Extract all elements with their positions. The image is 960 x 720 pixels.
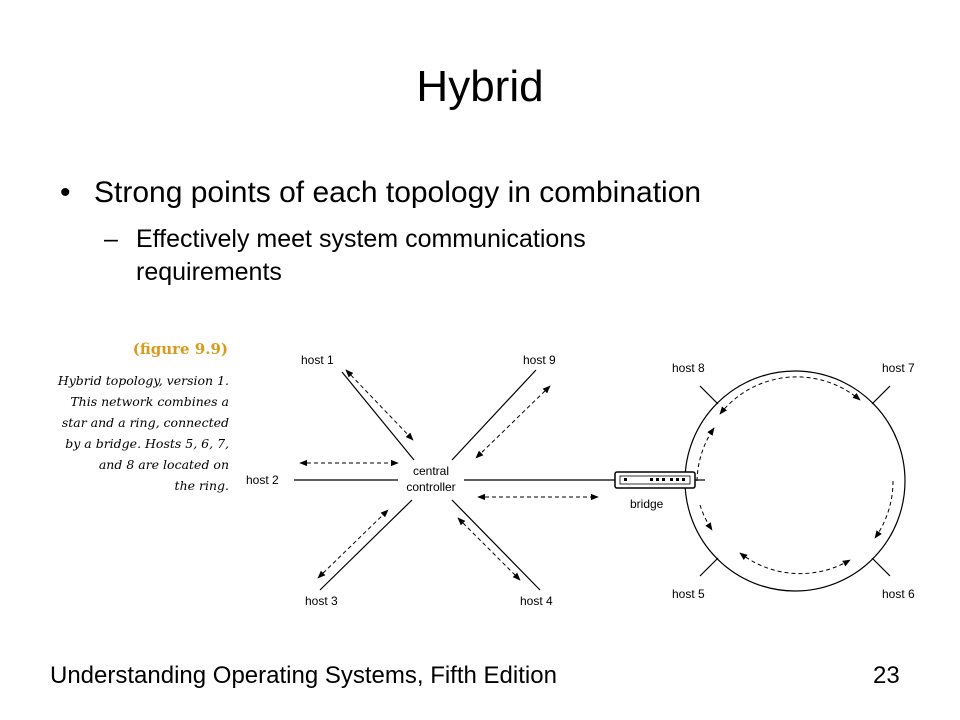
ring-arrow-top <box>719 376 861 415</box>
footer-page-number: 23 <box>873 662 900 689</box>
slide-title: Hybrid <box>416 62 544 111</box>
arrow-host9 <box>475 385 551 459</box>
host2-label: host 2 <box>246 473 279 487</box>
caption-line: the ring. <box>174 478 229 493</box>
host4-label: host 4 <box>520 594 553 608</box>
footer-book-title: Understanding Operating Systems, Fifth E… <box>50 662 557 689</box>
tick-host7 <box>871 385 891 405</box>
tick-host5 <box>699 557 719 577</box>
arrow-host4 <box>457 517 521 581</box>
caption-line: Hybrid topology, version 1. <box>57 373 229 388</box>
central-controller-label-2: controller <box>406 480 455 494</box>
sub-bullet-line-1: Effectively meet system communications <box>136 225 586 253</box>
host5-label: host 5 <box>672 587 705 601</box>
caption-line: and 8 are located on <box>98 457 229 472</box>
link-host9 <box>451 369 537 461</box>
arrow-host1 <box>345 369 414 441</box>
figure-caption: Hybrid topology, version 1. This network… <box>29 370 229 496</box>
caption-line: This network combines a <box>70 394 229 409</box>
bullet-marker: • <box>60 176 71 209</box>
bullet-main: • Strong points of each topology in combi… <box>60 176 701 210</box>
caption-line: by a bridge. Hosts 5, 6, 7, <box>65 436 229 451</box>
link-host4 <box>451 499 541 591</box>
host3-label: host 3 <box>305 594 338 608</box>
central-controller-label-1: central <box>413 464 449 478</box>
bridge-label: bridge <box>630 497 664 511</box>
ring-arrow-right <box>874 480 894 539</box>
sub-bullet-line-2: requirements <box>136 258 282 286</box>
ring-arrow-left-low <box>699 504 713 531</box>
ring-arrow-bottom <box>739 552 851 575</box>
sub-bullet-marker: – <box>104 225 118 253</box>
host8-label: host 8 <box>672 361 705 375</box>
bridge-device <box>614 471 696 489</box>
ring-arrow-left <box>696 427 715 482</box>
host6-label: host 6 <box>882 587 915 601</box>
bullet-text: Strong points of each topology in combin… <box>94 176 702 209</box>
arrow-host3 <box>317 509 389 579</box>
caption-line: star and a ring, connected <box>61 415 229 430</box>
link-host1 <box>341 371 415 461</box>
host9-label: host 9 <box>523 353 556 367</box>
host1-label: host 1 <box>301 353 334 367</box>
tick-host8 <box>699 385 719 405</box>
host7-label: host 7 <box>882 361 915 375</box>
tick-host6 <box>871 557 891 577</box>
figure-label: (figure 9.9) <box>132 340 228 358</box>
link-host3 <box>319 499 413 591</box>
